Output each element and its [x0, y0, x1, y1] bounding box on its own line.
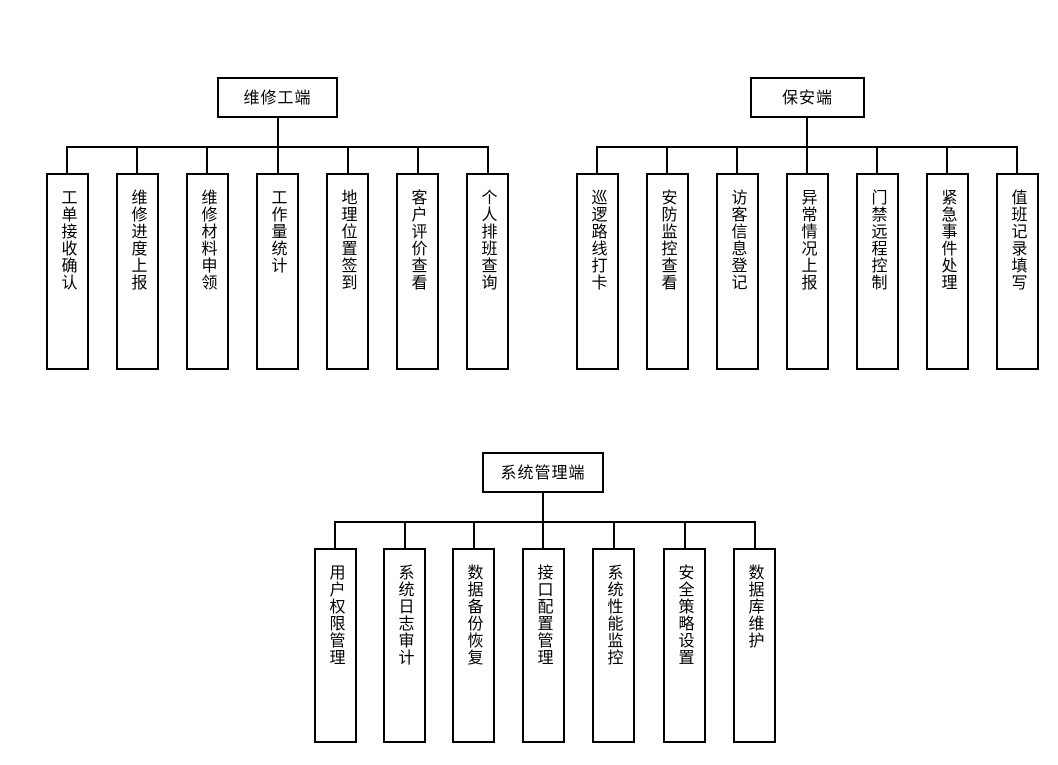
root-node-security-guard[interactable]: 保安端 — [750, 77, 865, 118]
connector-branch-security-4 — [806, 146, 808, 173]
root-node-repair-worker[interactable]: 维修工端 — [217, 77, 338, 118]
leaf-label: 紧急事件处理 — [938, 189, 958, 291]
connector-branch-repair-4 — [277, 146, 279, 173]
leaf-label: 异常情况上报 — [798, 189, 818, 291]
leaf-label: 安全策略设置 — [675, 564, 695, 666]
leaf-node-repair-1[interactable]: 工单接收确认 — [46, 173, 89, 370]
leaf-label: 客户评价查看 — [408, 189, 428, 291]
connector-branch-repair-6 — [417, 146, 419, 173]
connector-root-drop-repair — [277, 118, 279, 146]
leaf-node-admin-3[interactable]: 数据备份恢复 — [452, 548, 495, 743]
leaf-label: 维修材料申领 — [198, 189, 218, 291]
leaf-node-admin-2[interactable]: 系统日志审计 — [383, 548, 426, 743]
connector-branch-repair-7 — [487, 146, 489, 173]
leaf-label: 门禁远程控制 — [868, 189, 888, 291]
leaf-label: 地理位置签到 — [338, 189, 358, 291]
leaf-label: 系统性能监控 — [604, 564, 624, 666]
leaf-node-repair-7[interactable]: 个人排班查询 — [466, 173, 509, 370]
leaf-label: 个人排班查询 — [478, 189, 498, 291]
leaf-label: 用户权限管理 — [326, 564, 346, 666]
leaf-node-admin-5[interactable]: 系统性能监控 — [592, 548, 635, 743]
leaf-label: 安防监控查看 — [658, 189, 678, 291]
leaf-label: 系统日志审计 — [395, 564, 415, 666]
leaf-label: 值班记录填写 — [1008, 189, 1028, 291]
connector-root-drop-security — [806, 118, 808, 146]
connector-branch-admin-3 — [473, 521, 475, 548]
leaf-label: 工作量统计 — [268, 189, 288, 274]
connector-branch-repair-2 — [136, 146, 138, 173]
leaf-node-security-1[interactable]: 巡逻路线打卡 — [576, 173, 619, 370]
leaf-node-admin-7[interactable]: 数据库维护 — [733, 548, 776, 743]
connector-branch-admin-4 — [542, 521, 544, 548]
leaf-label: 数据备份恢复 — [464, 564, 484, 666]
connector-branch-admin-2 — [404, 521, 406, 548]
leaf-node-admin-4[interactable]: 接口配置管理 — [522, 548, 565, 743]
connector-branch-repair-3 — [206, 146, 208, 173]
connector-branch-security-6 — [946, 146, 948, 173]
leaf-label: 工单接收确认 — [58, 189, 78, 291]
connector-branch-admin-7 — [754, 521, 756, 548]
connector-branch-security-5 — [876, 146, 878, 173]
root-node-system-admin[interactable]: 系统管理端 — [482, 452, 604, 493]
leaf-node-repair-4[interactable]: 工作量统计 — [256, 173, 299, 370]
leaf-node-admin-1[interactable]: 用户权限管理 — [314, 548, 357, 743]
connector-branch-admin-5 — [613, 521, 615, 548]
leaf-label: 巡逻路线打卡 — [588, 189, 608, 291]
connector-bus-admin — [334, 521, 755, 523]
connector-branch-security-2 — [666, 146, 668, 173]
leaf-label: 数据库维护 — [745, 564, 765, 649]
leaf-node-security-4[interactable]: 异常情况上报 — [786, 173, 829, 370]
leaf-node-security-5[interactable]: 门禁远程控制 — [856, 173, 899, 370]
connector-branch-security-3 — [736, 146, 738, 173]
leaf-label: 访客信息登记 — [728, 189, 748, 291]
leaf-label: 接口配置管理 — [534, 564, 554, 666]
leaf-node-security-2[interactable]: 安防监控查看 — [646, 173, 689, 370]
leaf-node-security-7[interactable]: 值班记录填写 — [996, 173, 1039, 370]
leaf-node-security-3[interactable]: 访客信息登记 — [716, 173, 759, 370]
connector-branch-security-7 — [1016, 146, 1018, 173]
leaf-node-security-6[interactable]: 紧急事件处理 — [926, 173, 969, 370]
connector-branch-repair-5 — [347, 146, 349, 173]
connector-root-drop-admin — [542, 493, 544, 521]
leaf-node-admin-6[interactable]: 安全策略设置 — [663, 548, 706, 743]
connector-branch-admin-6 — [684, 521, 686, 548]
leaf-node-repair-2[interactable]: 维修进度上报 — [116, 173, 159, 370]
leaf-node-repair-5[interactable]: 地理位置签到 — [326, 173, 369, 370]
connector-branch-admin-1 — [334, 521, 336, 548]
connector-branch-security-1 — [596, 146, 598, 173]
connector-branch-repair-1 — [66, 146, 68, 173]
leaf-node-repair-3[interactable]: 维修材料申领 — [186, 173, 229, 370]
leaf-node-repair-6[interactable]: 客户评价查看 — [396, 173, 439, 370]
leaf-label: 维修进度上报 — [128, 189, 148, 291]
